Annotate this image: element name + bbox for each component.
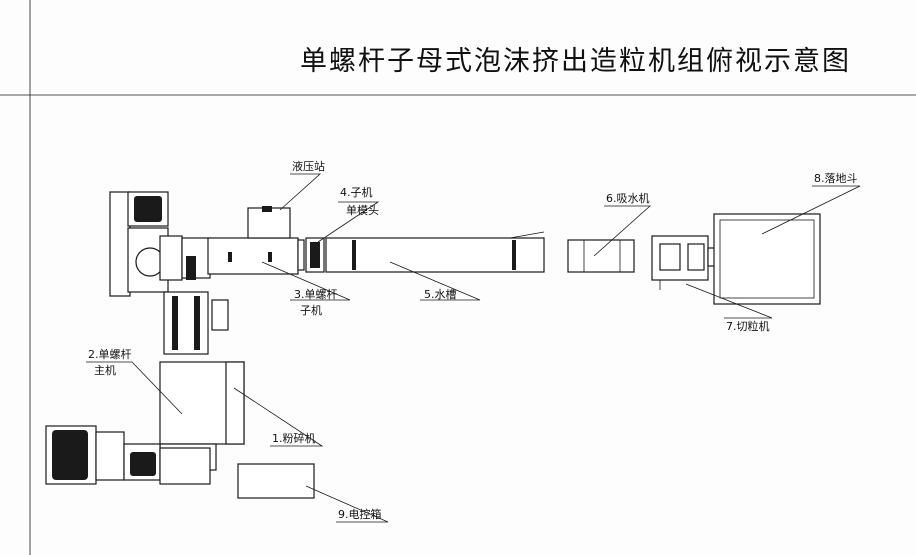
main-extruder (163, 291, 229, 355)
main-motor-top (109, 191, 211, 297)
crusher-motor (45, 425, 211, 485)
floor-hopper (713, 213, 821, 305)
label-sub-head-2: 单模头 (346, 204, 379, 217)
sub-die-head (305, 237, 325, 273)
diagram-title: 单螺杆子母式泡沫挤出造粒机组俯视示意图 (300, 46, 851, 77)
leader-hydraulic (279, 173, 322, 211)
label-main-extruder-2: 主机 (94, 363, 116, 377)
label-control-box: 9.电控箱 (338, 507, 382, 521)
label-hopper: 8.落地斗 (814, 172, 858, 185)
leader-sub-extruder (261, 261, 351, 301)
leader-pelletizer (685, 283, 773, 319)
label-water-tank: 5.水槽 (424, 288, 457, 301)
leader-sub-head (317, 201, 380, 243)
label-hydraulic: 液压站 (292, 159, 325, 173)
label-sub-extruder-2: 子机 (300, 303, 322, 317)
label-dewater: 6.吸水机 (606, 191, 650, 205)
leader-dewater (593, 205, 652, 257)
label-crusher: 1.粉碎机 (272, 431, 316, 445)
control-box (237, 463, 315, 499)
label-sub-extruder-1: 3.单螺杆 (294, 287, 338, 301)
water-tank (325, 231, 545, 273)
label-pelletizer: 7.切粒机 (726, 319, 770, 333)
dewatering-machine (567, 239, 635, 273)
pelletizer (651, 235, 727, 290)
leader-main-extruder (86, 361, 183, 415)
leader-crusher (233, 387, 324, 447)
leader-water-tank (389, 261, 481, 301)
sub-extruder (207, 237, 305, 275)
hydraulic-station (247, 206, 291, 239)
leader-hopper (761, 185, 861, 235)
label-sub-head-1: 4.子机 (340, 185, 373, 199)
label-main-extruder-1: 2.单螺杆 (88, 347, 132, 361)
leader-control-box (305, 485, 389, 523)
